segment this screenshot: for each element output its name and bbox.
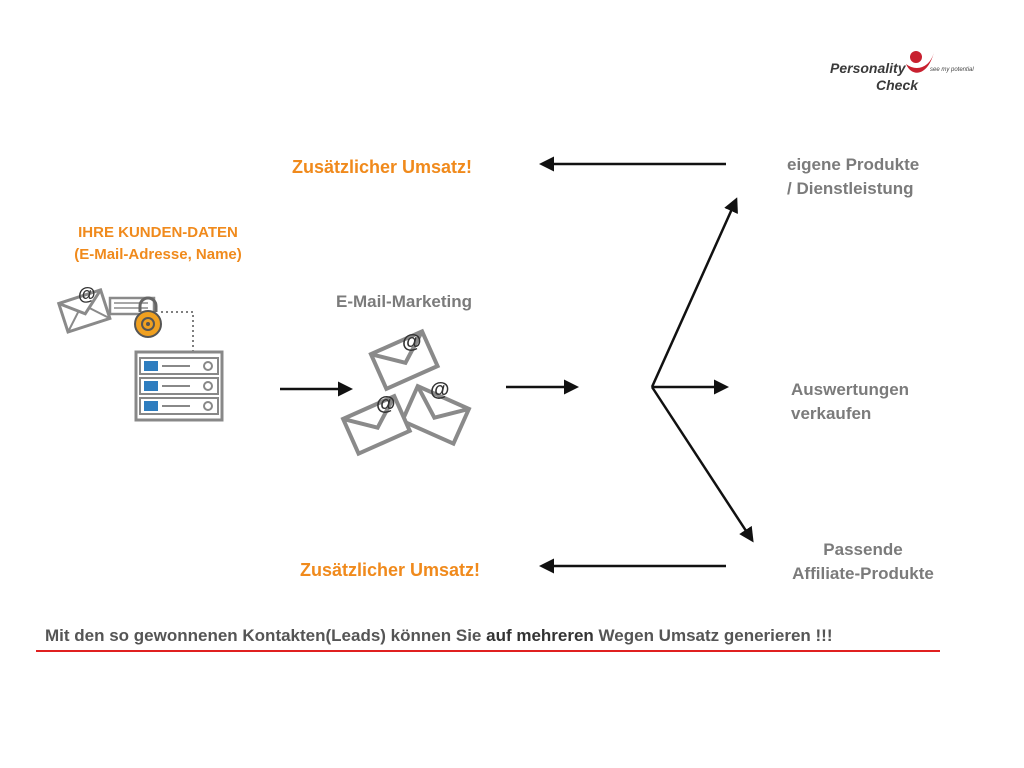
right-bottom-line2: Affiliate-Produkte — [792, 564, 934, 583]
footer-sentence: Mit den so gewonnenen Kontakten(Leads) k… — [45, 626, 833, 646]
right-top-label: eigene Produkte / Dienstleistung — [787, 153, 919, 201]
logo-line2: Check — [876, 77, 919, 93]
left-at-symbol: @ — [78, 284, 96, 304]
envelope-icon-left — [340, 393, 413, 457]
envelope-icon-right — [399, 383, 472, 447]
right-top-line1: eigene Produkte — [787, 155, 920, 174]
customer-data-icon-group: @ — [56, 284, 224, 422]
right-middle-line2: verkaufen — [791, 404, 872, 423]
bottom-result-label: Zusätzlicher Umsatz! — [300, 560, 481, 580]
left-envelope-icon — [56, 287, 112, 334]
customer-data-title-line2: (E-Mail-Adresse, Name) — [74, 246, 242, 263]
right-middle-label: Auswertungen verkaufen — [791, 378, 909, 426]
email-marketing-label: E-Mail-Marketing — [336, 292, 473, 311]
email-marketing-icon-group: @ @ @ — [340, 328, 472, 457]
footer-part1: Mit den so gewonnenen Kontakten(Leads) k… — [45, 626, 487, 645]
at-symbol-top: @ — [402, 331, 422, 353]
connector-dotted — [161, 311, 194, 352]
server-rack-icon — [134, 350, 224, 422]
logo-figure-icon — [906, 51, 934, 73]
logo-tagline: see my potential — [930, 67, 974, 73]
logo-line1: Personality — [830, 60, 906, 76]
right-bottom-label: Passende Affiliate-Produkte — [780, 538, 946, 586]
customer-data-title-line1: IHRE KUNDEN-DATEN — [78, 224, 238, 241]
arrow-split-up — [650, 197, 738, 388]
lock-server-icon — [108, 296, 162, 338]
logo: Personality Check see my potential — [826, 44, 986, 96]
right-top-line2: / Dienstleistung — [787, 179, 914, 198]
footer-part3: Wegen Umsatz generieren !!! — [593, 626, 833, 645]
envelope-icon-top — [368, 328, 441, 392]
customer-data-title: IHRE KUNDEN-DATEN (E-Mail-Adresse, Name) — [58, 222, 258, 266]
at-symbol-right: @ — [430, 379, 450, 401]
right-middle-line1: Auswertungen — [791, 380, 910, 399]
right-bottom-line1: Passende — [823, 540, 903, 559]
at-symbol-left: @ — [376, 393, 396, 415]
footer-underline — [36, 650, 940, 652]
top-result-label: Zusätzlicher Umsatz! — [292, 157, 473, 177]
footer-part2: auf mehreren — [486, 626, 594, 645]
arrow-split-down — [650, 386, 754, 543]
